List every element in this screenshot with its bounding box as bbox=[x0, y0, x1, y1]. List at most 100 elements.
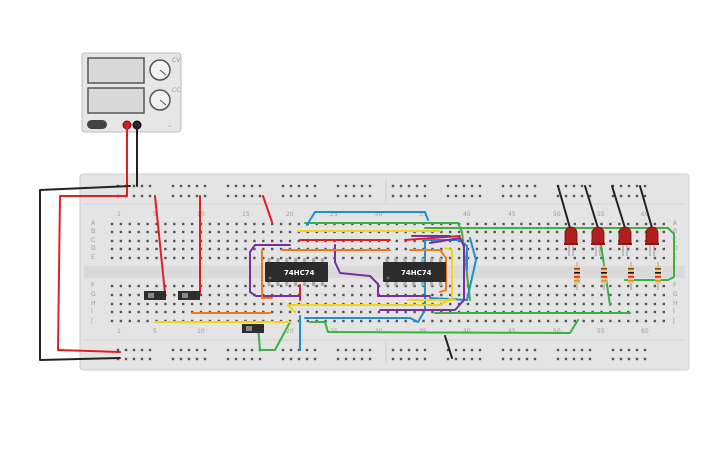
breadboard-hole[interactable] bbox=[404, 247, 407, 251]
breadboard-hole[interactable] bbox=[217, 222, 220, 226]
breadboard-hole[interactable] bbox=[235, 256, 238, 260]
breadboard-hole[interactable] bbox=[635, 230, 639, 234]
breadboard-hole[interactable] bbox=[502, 247, 505, 251]
rail-hole[interactable] bbox=[564, 357, 568, 361]
breadboard-hole[interactable] bbox=[635, 247, 639, 251]
breadboard-hole[interactable] bbox=[457, 319, 461, 323]
rail-hole[interactable] bbox=[140, 357, 144, 361]
breadboard-hole[interactable] bbox=[538, 222, 541, 226]
breadboard-hole[interactable] bbox=[182, 230, 185, 234]
power-supply[interactable]: CV CC on ⌁ bbox=[81, 52, 182, 133]
breadboard-hole[interactable] bbox=[520, 222, 523, 226]
breadboard-hole[interactable] bbox=[279, 247, 283, 251]
breadboard-hole[interactable] bbox=[217, 256, 220, 260]
breadboard-hole[interactable] bbox=[173, 256, 176, 260]
breadboard-hole[interactable] bbox=[173, 284, 176, 288]
wire-black-led-4[interactable] bbox=[639, 185, 653, 229]
rail-hole[interactable] bbox=[509, 184, 513, 188]
rail-hole[interactable] bbox=[391, 357, 395, 361]
breadboard-hole[interactable] bbox=[128, 239, 131, 243]
breadboard-hole[interactable] bbox=[484, 293, 487, 297]
breadboard-hole[interactable] bbox=[182, 302, 185, 306]
rail-hole[interactable] bbox=[242, 194, 246, 198]
rail-hole[interactable] bbox=[368, 194, 372, 198]
rail-hole[interactable] bbox=[533, 348, 537, 352]
breadboard-hole[interactable] bbox=[591, 302, 594, 306]
rail-hole[interactable] bbox=[297, 357, 301, 361]
breadboard-hole[interactable] bbox=[164, 302, 167, 306]
breadboard-hole[interactable] bbox=[644, 302, 648, 306]
rail-hole[interactable] bbox=[179, 357, 183, 361]
breadboard-hole[interactable] bbox=[653, 293, 657, 297]
rail-hole[interactable] bbox=[580, 348, 584, 352]
breadboard-hole[interactable] bbox=[600, 284, 603, 288]
breadboard-hole[interactable] bbox=[253, 284, 256, 288]
breadboard-hole[interactable] bbox=[199, 293, 203, 297]
breadboard-hole[interactable] bbox=[529, 293, 532, 297]
breadboard-hole[interactable] bbox=[128, 222, 131, 226]
breadboard-hole[interactable] bbox=[244, 222, 247, 226]
breadboard-hole[interactable] bbox=[449, 284, 452, 288]
breadboard-hole[interactable] bbox=[493, 302, 496, 306]
wire-orange-right[interactable] bbox=[409, 249, 447, 293]
breadboard-hole[interactable] bbox=[146, 310, 149, 314]
breadboard-hole[interactable] bbox=[110, 302, 114, 306]
rail-hole[interactable] bbox=[572, 194, 576, 198]
breadboard-hole[interactable] bbox=[511, 256, 514, 260]
breadboard-hole[interactable] bbox=[368, 310, 372, 314]
breadboard-hole[interactable] bbox=[164, 222, 167, 226]
breadboard-hole[interactable] bbox=[555, 293, 559, 297]
resistor-3[interactable] bbox=[628, 266, 634, 284]
rail-hole[interactable] bbox=[454, 357, 458, 361]
breadboard-hole[interactable] bbox=[173, 239, 176, 243]
rail-hole[interactable] bbox=[564, 194, 568, 198]
rail-hole[interactable] bbox=[564, 348, 568, 352]
rail-hole[interactable] bbox=[289, 357, 293, 361]
rail-hole[interactable] bbox=[148, 357, 152, 361]
rail-hole[interactable] bbox=[525, 348, 529, 352]
rail-hole[interactable] bbox=[368, 184, 372, 188]
breadboard-hole[interactable] bbox=[635, 239, 639, 243]
breadboard-hole[interactable] bbox=[609, 293, 612, 297]
rail-hole[interactable] bbox=[470, 194, 474, 198]
breadboard-hole[interactable] bbox=[538, 284, 541, 288]
rail-hole[interactable] bbox=[501, 357, 505, 361]
rail-hole[interactable] bbox=[289, 184, 293, 188]
rail-hole[interactable] bbox=[281, 184, 285, 188]
rail-hole[interactable] bbox=[556, 194, 560, 198]
rail-hole[interactable] bbox=[179, 184, 183, 188]
breadboard-hole[interactable] bbox=[653, 319, 657, 323]
rail-hole[interactable] bbox=[360, 357, 364, 361]
rail-hole[interactable] bbox=[124, 348, 128, 352]
rail-hole[interactable] bbox=[533, 184, 537, 188]
breadboard-hole[interactable] bbox=[306, 293, 309, 297]
breadboard-hole[interactable] bbox=[128, 302, 131, 306]
breadboard-hole[interactable] bbox=[573, 222, 576, 226]
breadboard-hole[interactable] bbox=[217, 247, 220, 251]
rail-hole[interactable] bbox=[344, 348, 348, 352]
breadboard-hole[interactable] bbox=[262, 222, 265, 226]
breadboard-hole[interactable] bbox=[475, 256, 479, 260]
breadboard-hole[interactable] bbox=[137, 310, 140, 314]
rail-hole[interactable] bbox=[611, 348, 615, 352]
breadboard-hole[interactable] bbox=[173, 310, 176, 314]
rail-hole[interactable] bbox=[454, 184, 458, 188]
breadboard-hole[interactable] bbox=[457, 284, 461, 288]
breadboard-hole[interactable] bbox=[564, 302, 568, 306]
rail-hole[interactable] bbox=[179, 194, 183, 198]
breadboard-hole[interactable] bbox=[146, 239, 149, 243]
rail-hole[interactable] bbox=[171, 184, 175, 188]
switch-2-body[interactable] bbox=[178, 291, 200, 300]
breadboard-hole[interactable] bbox=[137, 319, 140, 323]
breadboard-hole[interactable] bbox=[146, 256, 149, 260]
breadboard-hole[interactable] bbox=[440, 319, 443, 323]
breadboard-hole[interactable] bbox=[137, 293, 140, 297]
breadboard-hole[interactable] bbox=[137, 247, 140, 251]
breadboard-hole[interactable] bbox=[208, 247, 212, 251]
rail-hole[interactable] bbox=[619, 348, 623, 352]
breadboard-hole[interactable] bbox=[360, 256, 363, 260]
rail-hole[interactable] bbox=[399, 348, 403, 352]
rail-hole[interactable] bbox=[454, 348, 458, 352]
rail-hole[interactable] bbox=[250, 348, 254, 352]
rail-hole[interactable] bbox=[580, 357, 584, 361]
